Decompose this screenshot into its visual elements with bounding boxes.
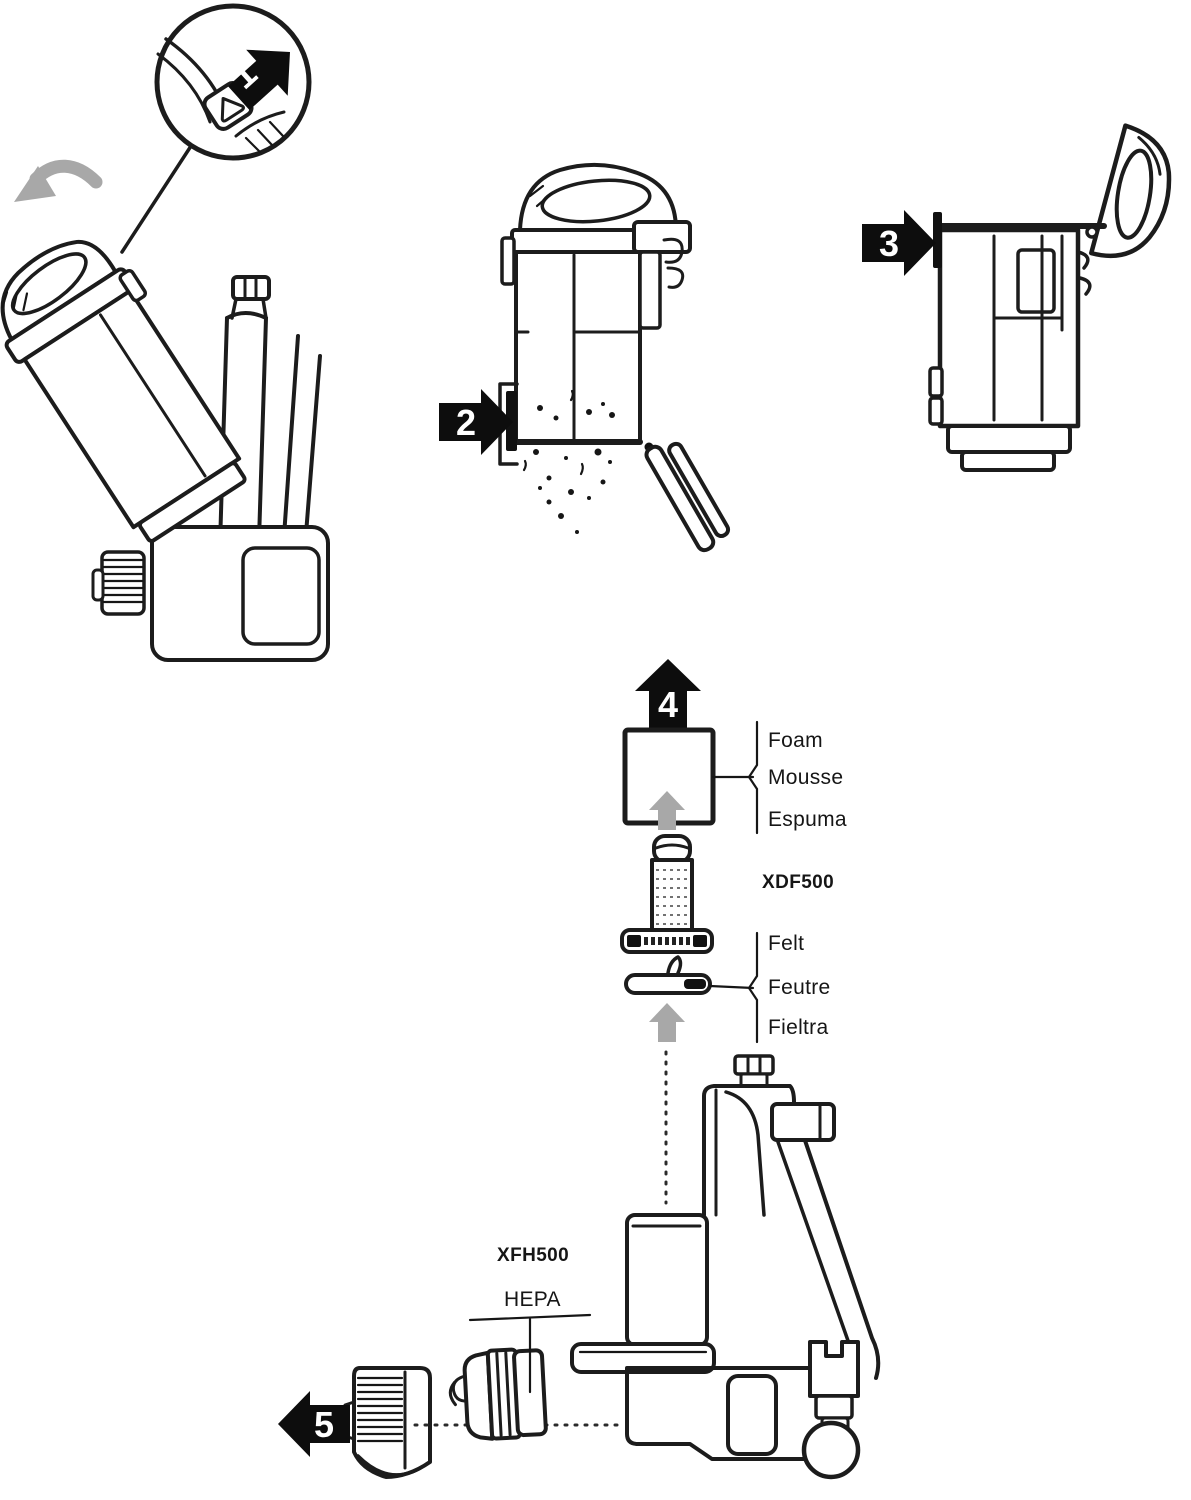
exhaust-cover bbox=[343, 1366, 432, 1479]
dust-cup-tilted bbox=[0, 239, 247, 543]
felt-label-bracket bbox=[747, 931, 759, 1044]
step-3-number: 3 bbox=[879, 223, 899, 264]
label-mousse: Mousse bbox=[768, 766, 844, 789]
figure-step4: 4 bbox=[620, 659, 759, 1205]
step-4-number: 4 bbox=[658, 684, 678, 725]
debris-particles bbox=[522, 389, 615, 534]
cup-lid-open bbox=[1089, 123, 1172, 259]
dust-filter-xdf500 bbox=[620, 834, 714, 954]
step-5-number: 5 bbox=[314, 1404, 334, 1445]
lid-latch bbox=[933, 212, 942, 268]
label-felt: Felt bbox=[768, 932, 805, 955]
dust-cup-side bbox=[928, 223, 1107, 472]
step-5-arrow-icon: 5 bbox=[278, 1391, 350, 1457]
label-espuma: Espuma bbox=[768, 808, 847, 831]
step-2-arrow-icon: 2 bbox=[439, 389, 513, 455]
latch-callout-circle: 1 bbox=[154, 3, 312, 161]
label-feutre: Feutre bbox=[768, 976, 831, 999]
label-foam: Foam bbox=[768, 729, 823, 752]
figure-step5: 5 bbox=[278, 1313, 627, 1479]
insert-motion-arrow-icon bbox=[649, 1003, 685, 1042]
figure-step1: 1 bbox=[0, 3, 330, 662]
lift-motion-arrow-icon bbox=[649, 791, 685, 830]
power-dial-icon bbox=[91, 550, 146, 616]
felt-pointer-line bbox=[708, 984, 755, 990]
step-4-arrow-icon: 4 bbox=[635, 659, 701, 729]
hepa-filter-xfh500 bbox=[448, 1347, 548, 1441]
vacuum-upright-body bbox=[91, 275, 330, 662]
figure-step2: 2 bbox=[439, 162, 731, 553]
vacuum-base-body bbox=[570, 1054, 881, 1480]
step-1-arrow-icon bbox=[228, 49, 290, 111]
felt-filter bbox=[624, 955, 712, 995]
step-3-arrow-icon: 3 bbox=[862, 210, 936, 276]
label-hepa: HEPA bbox=[504, 1288, 561, 1311]
bottom-door-open bbox=[644, 441, 731, 553]
foam-filter bbox=[622, 727, 716, 830]
callout-leader-line bbox=[120, 144, 193, 254]
label-fieltra: Fieltra bbox=[768, 1016, 829, 1039]
rotate-motion-arrow-icon bbox=[14, 159, 103, 202]
rear-wheel-icon bbox=[801, 1420, 861, 1480]
foam-label-bracket bbox=[747, 720, 759, 835]
dust-cup-front bbox=[500, 162, 692, 445]
figure-step3: 3 bbox=[862, 123, 1172, 472]
label-part-number-xdf500: XDF500 bbox=[762, 872, 835, 893]
step-2-number: 2 bbox=[456, 402, 476, 443]
hepa-label-underline bbox=[468, 1313, 592, 1322]
label-part-number-xfh500: XFH500 bbox=[497, 1245, 570, 1266]
